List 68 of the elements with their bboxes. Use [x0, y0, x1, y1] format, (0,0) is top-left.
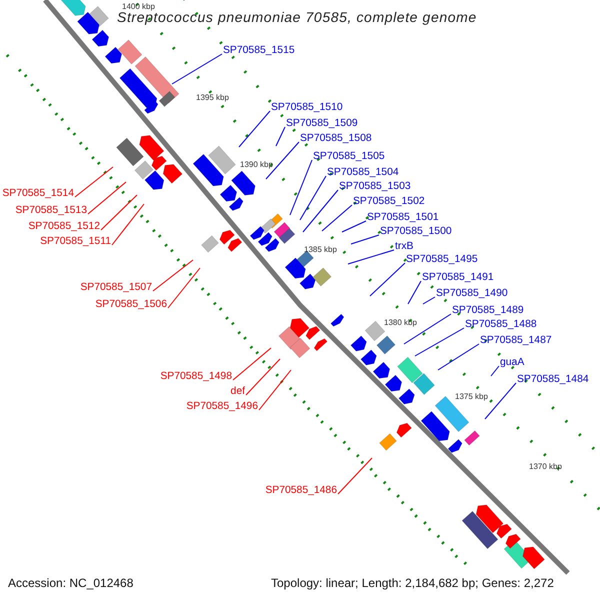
leader-line: [408, 280, 422, 304]
scale-label: 1375 kbp: [455, 392, 488, 401]
gene-label: SP70585_1508: [300, 132, 372, 145]
leader-line: [338, 458, 372, 494]
leader-line: [490, 366, 500, 376]
gene-label: SP70585_1510: [271, 101, 343, 114]
gene-label: SP70585_1502: [353, 195, 425, 208]
genome-title: Streptococcus pneumoniae 70585, complete genome: [117, 9, 477, 25]
leader-line: [172, 54, 222, 84]
leader-line: [422, 296, 436, 304]
gene-label: SP70585_1505: [313, 150, 385, 163]
leader-line: [350, 234, 380, 244]
leader-line: [88, 182, 126, 214]
gene-label: SP70585_1488: [465, 318, 537, 331]
leader-line: [246, 358, 280, 396]
gene-label: SP70585_1507: [80, 281, 152, 294]
gene-label: SP70585_1511: [40, 235, 111, 248]
leader-line: [238, 110, 270, 148]
leader-line: [342, 220, 366, 232]
gene-label: SP70585_1512: [28, 220, 100, 233]
scale-label: 1400 kbp: [122, 2, 155, 11]
genome-stats-text: Topology: linear; Length: 2,184,682 bp; Genes: 2,272: [271, 576, 554, 591]
gene-label: SP70585_1498: [160, 370, 232, 383]
scale-label: 1395 kbp: [196, 93, 229, 102]
gene-label: SP70585_1509: [286, 117, 358, 130]
leader-line: [100, 194, 138, 230]
leader-line: [370, 262, 406, 296]
leader-line: [404, 314, 452, 344]
leader-line: [438, 344, 480, 370]
leader-line: [258, 370, 292, 410]
leader-line: [300, 176, 326, 220]
leader-line: [276, 126, 286, 146]
leader-line: [348, 250, 394, 264]
scale-label: 1370 kbp: [529, 462, 562, 471]
gene-label: SP70585_1495: [406, 253, 478, 266]
leader-line: [74, 166, 114, 198]
leader-line: [414, 328, 464, 356]
gene-label: SP70585_1501: [367, 211, 439, 224]
gene-label: def: [230, 385, 245, 398]
gene-label: SP70585_1484: [517, 373, 589, 386]
accession-text: Accession: NC_012468: [8, 576, 134, 591]
gene-label: SP70585_1490: [436, 287, 508, 300]
scale-label: 1385 kbp: [304, 245, 337, 254]
gene-label: SP70585_1489: [452, 304, 524, 317]
gene-label: SP70585_1515: [223, 44, 295, 57]
gene-label: SP70585_1500: [380, 225, 452, 238]
gene-label: SP70585_1503: [339, 180, 411, 193]
gene-label: SP70585_1486: [265, 484, 337, 497]
gene-label: SP70585_1513: [15, 204, 87, 217]
gene-label: trxB: [395, 240, 414, 253]
gene-label: guaA: [500, 356, 524, 369]
leader-line: [290, 160, 312, 216]
leader-line: [152, 260, 194, 292]
gene-label: SP70585_1491: [422, 271, 494, 284]
gene-label: SP70585_1487: [480, 334, 552, 347]
gene-label: SP70585_1506: [95, 298, 167, 311]
gene-label: SP70585_1496: [186, 400, 258, 413]
scale-label: 1380 kbp: [384, 318, 417, 327]
leader-line: [266, 142, 300, 180]
gene-label: SP70585_1514: [2, 187, 74, 200]
leader-line: [112, 204, 144, 246]
leader-line: [322, 204, 352, 232]
leader-line: [168, 268, 200, 308]
leader-line: [484, 382, 516, 420]
leader-line: [302, 190, 338, 232]
leader-line: [232, 348, 272, 380]
gene-label: SP70585_1504: [327, 166, 399, 179]
scale-label: 1390 kbp: [240, 160, 273, 169]
